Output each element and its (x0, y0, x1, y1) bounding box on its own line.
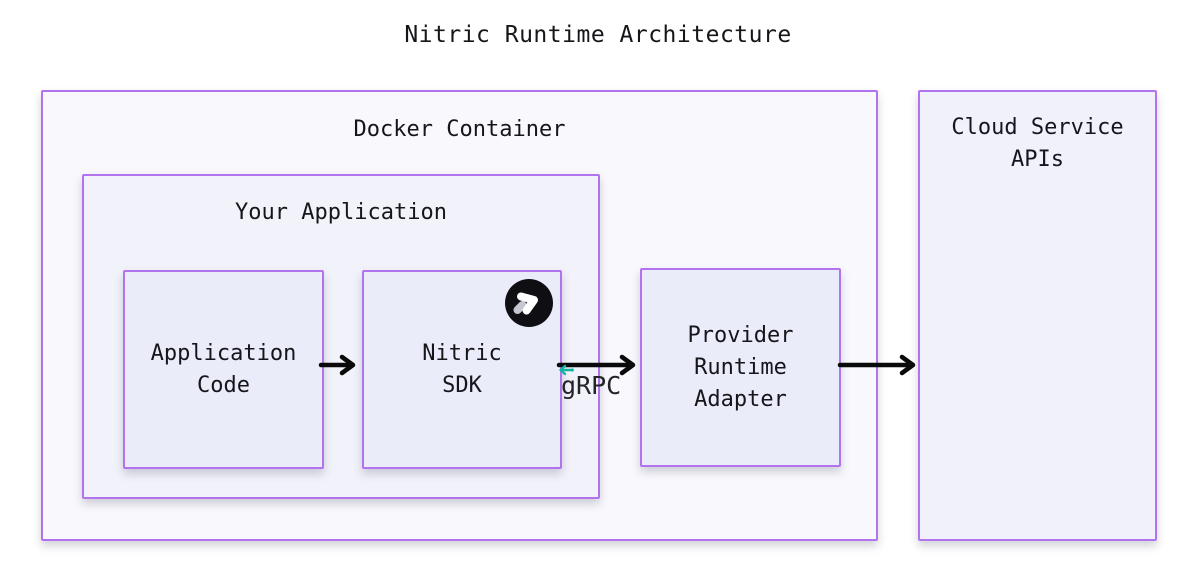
diagram-title: Nitric Runtime Architecture (404, 22, 792, 48)
provider-runtime-adapter-box: Provider Runtime Adapter (640, 268, 841, 467)
grpc-label-group: gRPC (559, 364, 622, 400)
your-application-box: Your Application Application Code Nitric… (82, 174, 600, 499)
grpc-arrow-icon (559, 364, 574, 376)
grpc-label: gRPC (561, 371, 622, 400)
nitric-sdk-label: Nitric SDK (422, 340, 502, 398)
nitric-sdk-box: Nitric SDK (362, 270, 562, 469)
provider-runtime-adapter-label: Provider Runtime Adapter (687, 322, 794, 412)
your-application-label: Your Application (235, 200, 447, 225)
cloud-service-apis-label: Cloud Service APIs (951, 115, 1124, 172)
nitric-logo-icon (505, 279, 553, 327)
application-code-box: Application Code (123, 270, 324, 469)
application-code-label: Application Code (150, 340, 297, 398)
cloud-service-apis-box: Cloud Service APIs aws (918, 90, 1157, 541)
docker-container-box: Docker Container Your Application Applic… (41, 90, 878, 541)
docker-container-label: Docker Container (353, 117, 566, 142)
